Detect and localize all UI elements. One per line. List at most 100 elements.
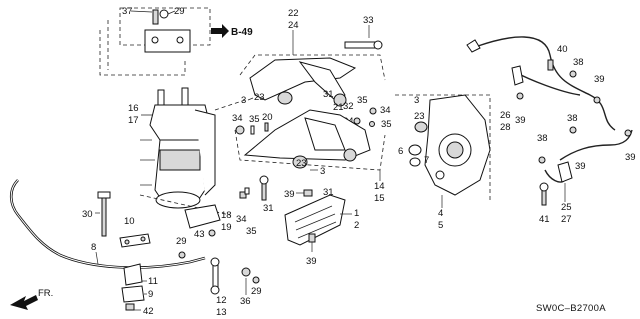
callout-13: 13 (216, 307, 227, 318)
bolt (152, 9, 159, 25)
body-frame-outline (119, 7, 211, 46)
plate-hole (124, 239, 130, 245)
cotter-pin (250, 125, 255, 135)
mud-guard-texture (294, 205, 337, 239)
sensor-clip (547, 59, 554, 71)
washer (369, 121, 375, 127)
mount-bracket (144, 29, 191, 53)
callout-28: 28 (500, 122, 511, 133)
callout-26: 26 (500, 110, 511, 121)
callout-10: 10 (124, 216, 135, 227)
nut (159, 9, 169, 19)
guide-line (139, 194, 231, 216)
callout-24: 24 (288, 20, 299, 31)
sensor-harness-lower (559, 129, 633, 161)
upper-arm-box-outline (239, 54, 386, 81)
callout-35c: 35 (249, 114, 260, 125)
mud-guard-group: 1 2 39 (284, 194, 359, 267)
stabilizer-link-bracket (184, 204, 221, 229)
mud-guard (284, 194, 346, 246)
callout-34d: 34 (236, 214, 247, 225)
callout-35: 35 (357, 95, 368, 106)
callout-43: 43 (194, 229, 205, 240)
leader-line (95, 251, 99, 265)
damper-group: 16 17 (128, 87, 246, 216)
sensor-harness-upper (477, 36, 616, 131)
knuckle-group: 3 23 6 7 4 5 (395, 94, 491, 231)
reference-link-b49[interactable]: B-49 (231, 27, 253, 38)
upper-arm (249, 57, 357, 101)
bolt-head (259, 175, 269, 185)
callout-38b: 38 (567, 113, 578, 124)
front-arrow-icon (10, 295, 38, 310)
callout-11: 11 (148, 276, 158, 287)
clip-icon (593, 96, 601, 104)
stabilizer-bar-highlight (10, 179, 206, 269)
callout-35b: 35 (381, 119, 392, 130)
callout-5: 5 (438, 220, 443, 231)
callout-19: 19 (221, 222, 232, 233)
stabilizer-group: 8 30 10 11 9 42 29 18 19 43 34 35 31 (9, 175, 274, 318)
callout-32: 32 (343, 101, 354, 112)
upper-arm-bushing (333, 93, 347, 107)
direction-indicator: FR. (10, 288, 53, 310)
callout-35d: 35 (246, 226, 257, 237)
callout-23b: 23 (296, 158, 307, 169)
bolt-head (569, 70, 577, 78)
callout-3b: 3 (320, 166, 325, 177)
callout-29: 29 (174, 6, 185, 17)
mount-hole (151, 36, 159, 44)
bolt-head (538, 156, 546, 164)
link-ball-joint (210, 285, 220, 295)
diagram-code: SW0C–B2700A (536, 303, 606, 314)
callout-31c: 31 (263, 203, 274, 214)
bolt-head (373, 40, 383, 50)
callout-34: 34 (380, 105, 391, 116)
callout-7: 7 (424, 155, 429, 166)
callout-40: 40 (557, 44, 568, 55)
callout-33: 33 (363, 15, 374, 26)
nut (235, 125, 245, 135)
clip-icon (624, 129, 632, 137)
callout-41: 41 (539, 214, 550, 225)
knuckle-box-outline (395, 94, 491, 200)
nut (353, 117, 361, 125)
callout-12: 12 (216, 295, 227, 306)
callout-2: 2 (354, 220, 359, 231)
lower-arm-bushing (343, 148, 357, 162)
wheel-speed-sensor (557, 161, 573, 183)
cotter-pin (244, 187, 250, 195)
bolt-head (516, 92, 524, 100)
callout-30: 30 (82, 209, 93, 220)
callout-38c: 38 (537, 133, 548, 144)
callout-31b: 31 (323, 187, 334, 198)
stabilizer-bushing (123, 263, 143, 286)
callout-17: 17 (128, 115, 139, 126)
callout-39c: 39 (515, 115, 526, 126)
abs-sensor-group: 40 38 39 26 28 39 38 38 39 39 25 27 41 (466, 36, 636, 225)
stabilizer-bolt (101, 195, 107, 237)
callout-31: 31 (323, 89, 334, 100)
body-mount-group: 37 29 B-49 (99, 6, 253, 76)
callout-1: 1 (354, 208, 359, 219)
nut (252, 276, 260, 284)
body-frame-outline-lower (99, 30, 186, 76)
clip-icon (308, 233, 316, 243)
damper-bracket (194, 109, 216, 196)
nut (241, 267, 251, 277)
nut (239, 191, 247, 199)
callout-9: 9 (148, 289, 153, 300)
bolt-head (303, 189, 313, 197)
plate-hole (140, 236, 146, 242)
callout-39d: 39 (625, 152, 636, 163)
bolt-head (539, 182, 549, 192)
callout-39f: 39 (306, 256, 317, 267)
damper-lower-eye (155, 191, 201, 209)
callout-21: 21 (333, 102, 344, 113)
callout-6: 6 (398, 146, 403, 157)
callout-39: 39 (284, 189, 295, 200)
callout-22: 22 (288, 8, 299, 19)
guide-line (214, 99, 246, 111)
nut (369, 107, 377, 115)
